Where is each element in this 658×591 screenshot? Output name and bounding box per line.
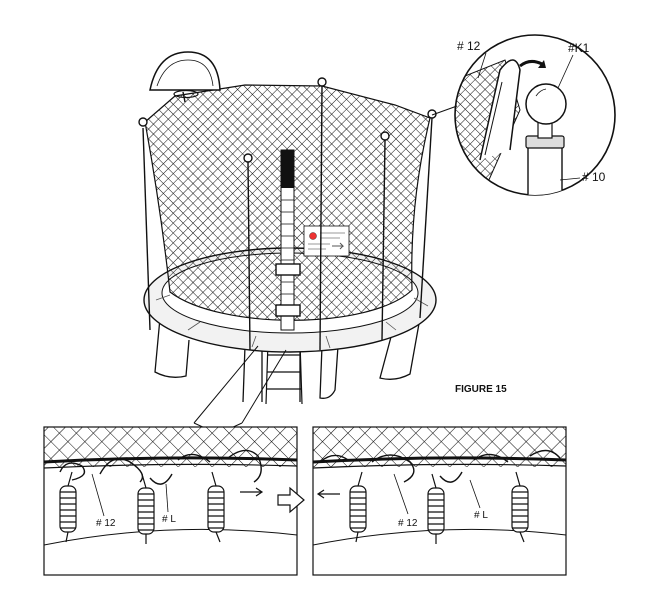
detail-panel-right: # 12 # L — [312, 426, 567, 576]
warning-label — [303, 225, 350, 257]
detail-left-label-12: # 12 — [96, 518, 116, 529]
inset-label-12: # 12 — [457, 39, 481, 53]
inset-label-k1: #K1 — [568, 41, 590, 55]
spring — [427, 473, 445, 544]
pole-cap — [317, 77, 327, 87]
figure-caption: FIGURE 15 — [455, 384, 507, 395]
door-buckle-lower — [275, 304, 301, 317]
detail-right-label-12: # 12 — [398, 518, 418, 529]
rope-loops — [59, 449, 262, 485]
door-buckle-upper — [275, 263, 301, 276]
inset-label-10: # 10 — [582, 170, 606, 184]
zoom-callout — [193, 345, 287, 435]
spring — [511, 471, 529, 543]
foam-cap-k1 — [525, 83, 567, 125]
basketball-backboard — [149, 51, 221, 99]
spring — [59, 471, 77, 543]
inset-pole-cap-detail: # 12 #K1 # 10 — [431, 34, 616, 196]
spring — [207, 471, 225, 543]
spring — [137, 473, 155, 544]
detail-left-label-l: # L — [162, 514, 176, 525]
pole-cap — [380, 131, 390, 141]
pole-tube — [527, 139, 563, 195]
detail-right-label-l: # L — [474, 510, 488, 521]
direction-arrow-left — [316, 489, 340, 499]
rotate-arrow — [519, 59, 543, 68]
basketball-hoop — [173, 89, 199, 99]
pole-cap — [138, 117, 148, 127]
trampoline-main — [138, 51, 437, 405]
next-step-arrow — [277, 486, 305, 514]
rope-loops — [319, 449, 561, 483]
spring — [349, 471, 367, 543]
detail-panel-left: # 12 # L — [43, 426, 298, 576]
pad-seams — [155, 294, 429, 349]
pole-cap — [243, 153, 253, 163]
direction-arrow-right — [240, 487, 264, 497]
enclosure-poles — [138, 77, 437, 351]
